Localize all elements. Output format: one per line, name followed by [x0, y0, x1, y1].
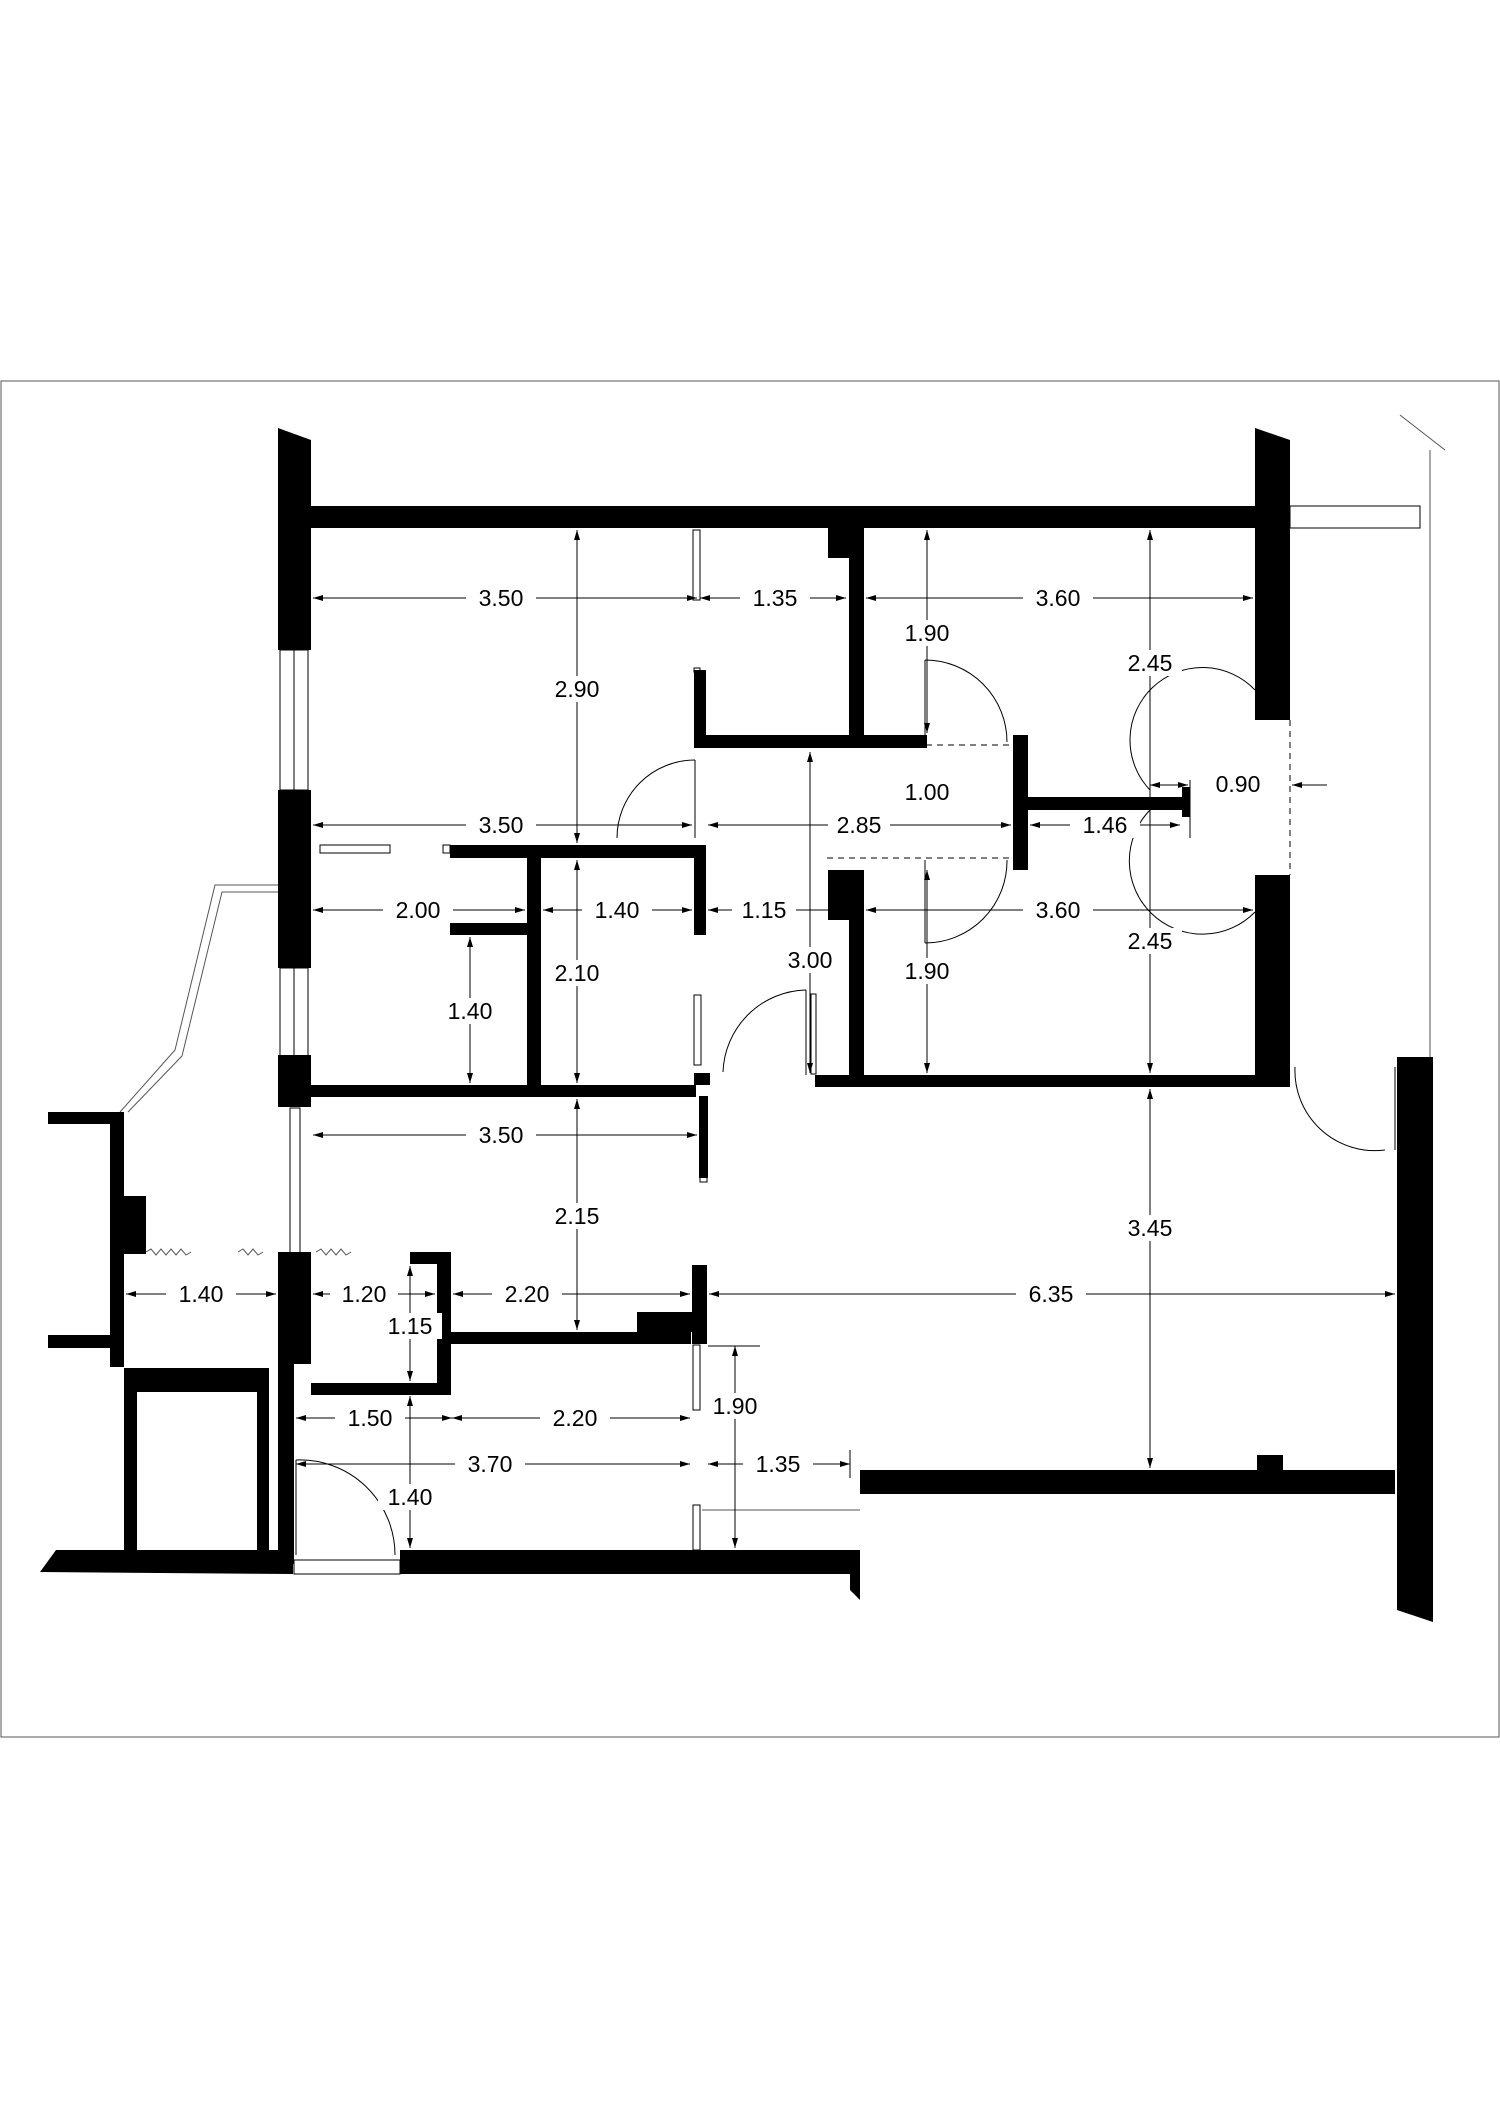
dimension-label: 1.00	[905, 779, 950, 805]
svg-text:1.35: 1.35	[753, 585, 798, 611]
svg-text:3.70: 3.70	[468, 1451, 513, 1477]
svg-text:6.35: 6.35	[1029, 1281, 1074, 1307]
svg-text:2.00: 2.00	[396, 897, 441, 923]
svg-text:3.50: 3.50	[479, 585, 524, 611]
dimension-label: 2.85	[828, 812, 890, 838]
dimension-label: 0.90	[1216, 771, 1261, 797]
svg-text:1.40: 1.40	[388, 1484, 433, 1510]
dimension-label: 3.60	[1023, 585, 1093, 611]
dimension-label: 3.45	[1118, 1215, 1182, 1241]
svg-text:1.35: 1.35	[756, 1451, 801, 1477]
dimension-label: 3.50	[466, 812, 536, 838]
svg-text:2.90: 2.90	[555, 676, 600, 702]
dimension-label: 1.90	[703, 1393, 767, 1419]
dimension-label: 3.00	[778, 947, 842, 973]
svg-text:1.20: 1.20	[342, 1281, 387, 1307]
dimension-label: 2.90	[540, 676, 614, 702]
svg-text:1.40: 1.40	[179, 1281, 224, 1307]
svg-text:3.60: 3.60	[1036, 585, 1081, 611]
dimension-label: 3.50	[466, 1122, 536, 1148]
dimension-label: 1.40	[166, 1281, 236, 1307]
dimension-label: 3.50	[466, 585, 536, 611]
svg-text:1.40: 1.40	[595, 897, 640, 923]
svg-text:3.50: 3.50	[479, 1122, 524, 1148]
svg-text:2.15: 2.15	[555, 1203, 600, 1229]
svg-text:1.90: 1.90	[713, 1393, 758, 1419]
dimension-label: 1.35	[740, 585, 810, 611]
svg-text:3.45: 3.45	[1128, 1215, 1173, 1241]
dimension-label: 1.50	[335, 1405, 405, 1431]
dimension-label: 1.40	[378, 1484, 442, 1510]
svg-text:2.20: 2.20	[505, 1281, 550, 1307]
dimension-label: 1.90	[895, 958, 959, 984]
dimension-label: 2.45	[1118, 650, 1182, 676]
dimension-label: 2.15	[543, 1203, 611, 1229]
svg-text:2.45: 2.45	[1128, 650, 1173, 676]
dimension-label: 1.15	[378, 1313, 442, 1339]
svg-text:1.15: 1.15	[388, 1313, 433, 1339]
dimension-label: 6.35	[1016, 1281, 1086, 1307]
dimension-label: 2.20	[492, 1281, 562, 1307]
dimension-label: 2.20	[540, 1405, 610, 1431]
dimension-label: 1.40	[438, 998, 502, 1024]
dimension-label: 3.60	[1023, 897, 1093, 923]
sheet-border	[0, 380, 1500, 1738]
dimension-label: 2.45	[1118, 928, 1182, 954]
svg-text:1.90: 1.90	[905, 958, 950, 984]
svg-text:1.40: 1.40	[448, 998, 493, 1024]
windows	[119, 414, 1446, 1551]
svg-text:2.45: 2.45	[1128, 928, 1173, 954]
svg-text:3.60: 3.60	[1036, 897, 1081, 923]
dimension-label: 1.90	[895, 620, 959, 646]
dimension-label: 1.15	[732, 897, 796, 923]
dimension-label: 1.46	[1070, 812, 1140, 838]
dimension-label: 1.20	[330, 1281, 398, 1307]
dimension-label: 2.00	[383, 897, 453, 923]
door-swings	[293, 659, 1396, 1575]
svg-text:3.50: 3.50	[479, 812, 524, 838]
svg-text:1.90: 1.90	[905, 620, 950, 646]
svg-text:1.00: 1.00	[905, 779, 950, 805]
svg-text:1.15: 1.15	[742, 897, 787, 923]
svg-text:2.85: 2.85	[837, 812, 882, 838]
svg-text:1.50: 1.50	[348, 1405, 393, 1431]
svg-text:2.10: 2.10	[555, 960, 600, 986]
svg-text:0.90: 0.90	[1216, 771, 1261, 797]
svg-text:3.00: 3.00	[788, 947, 833, 973]
dimension-label: 2.10	[543, 960, 611, 986]
dimension-label: 3.70	[455, 1451, 525, 1477]
svg-text:2.20: 2.20	[553, 1405, 598, 1431]
dimension-labels: 3.50 1.35 3.60 2.90 1.90 2.45 1.00 0.90 …	[166, 585, 1260, 1510]
dimension-label: 1.40	[582, 897, 652, 923]
walls	[40, 428, 1433, 1622]
svg-text:1.46: 1.46	[1083, 812, 1128, 838]
dimension-label: 1.35	[743, 1451, 813, 1477]
